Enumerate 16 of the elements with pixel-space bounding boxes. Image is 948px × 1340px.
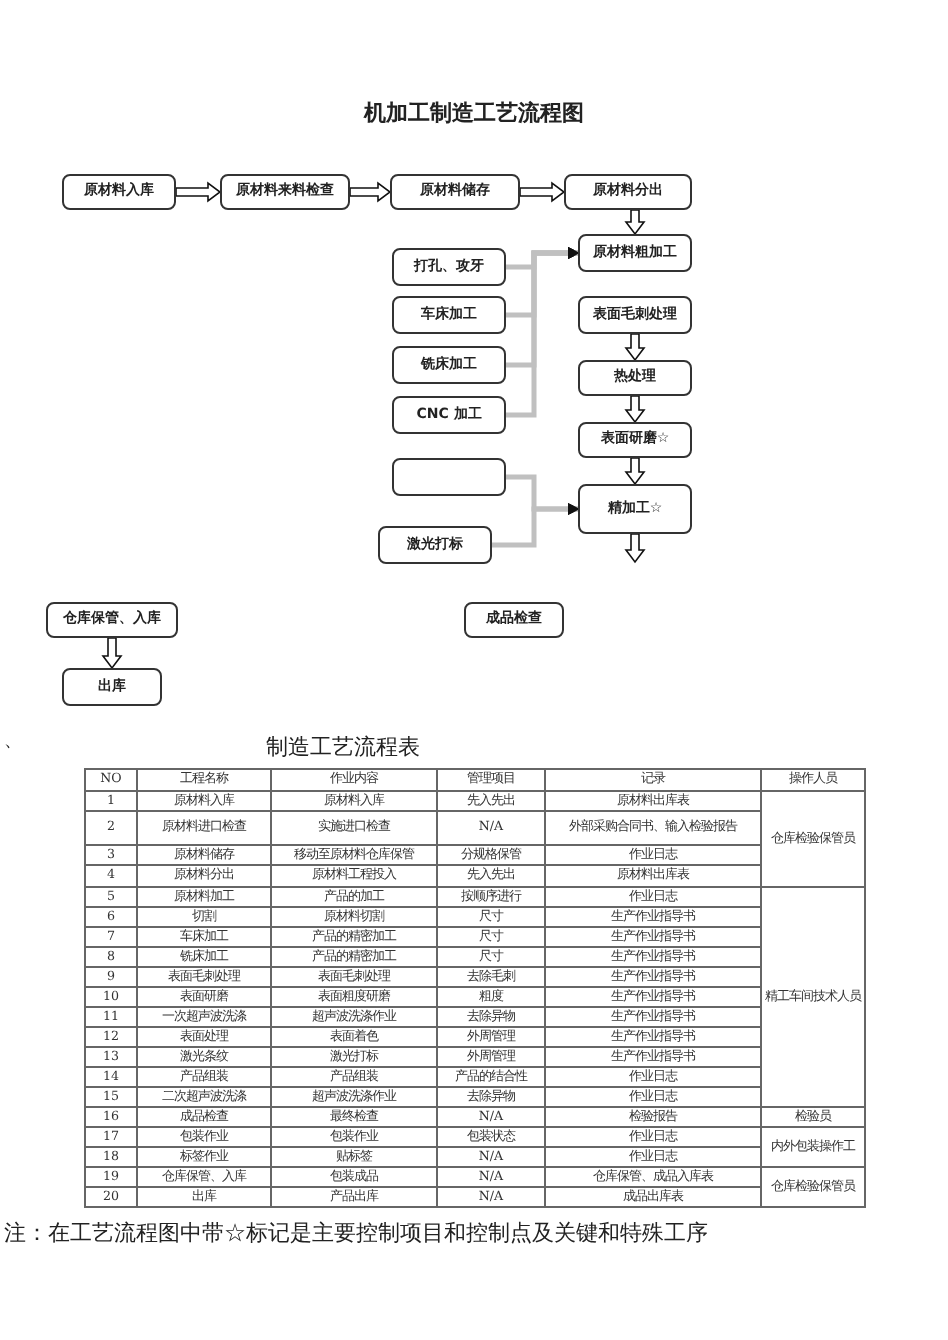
arrow [492, 503, 580, 548]
arrow [624, 333, 646, 362]
arrow [175, 181, 222, 203]
title: 机加工制造工艺流程图 [361, 98, 586, 128]
arrow [506, 247, 580, 418]
arrow [101, 637, 123, 670]
arrow [624, 209, 646, 236]
arrow [519, 181, 566, 203]
table-title: 制造工艺流程表 [266, 732, 420, 762]
arrow [624, 533, 646, 564]
punctuation-mark: 、 [4, 730, 22, 754]
arrow [349, 181, 392, 203]
empty-box [392, 458, 506, 496]
arrow [624, 395, 646, 424]
note-text: 注：在工艺流程图中带☆标记是主要控制项目和控制点及关键和特殊工序 [4, 1218, 708, 1248]
arrow [624, 457, 646, 486]
